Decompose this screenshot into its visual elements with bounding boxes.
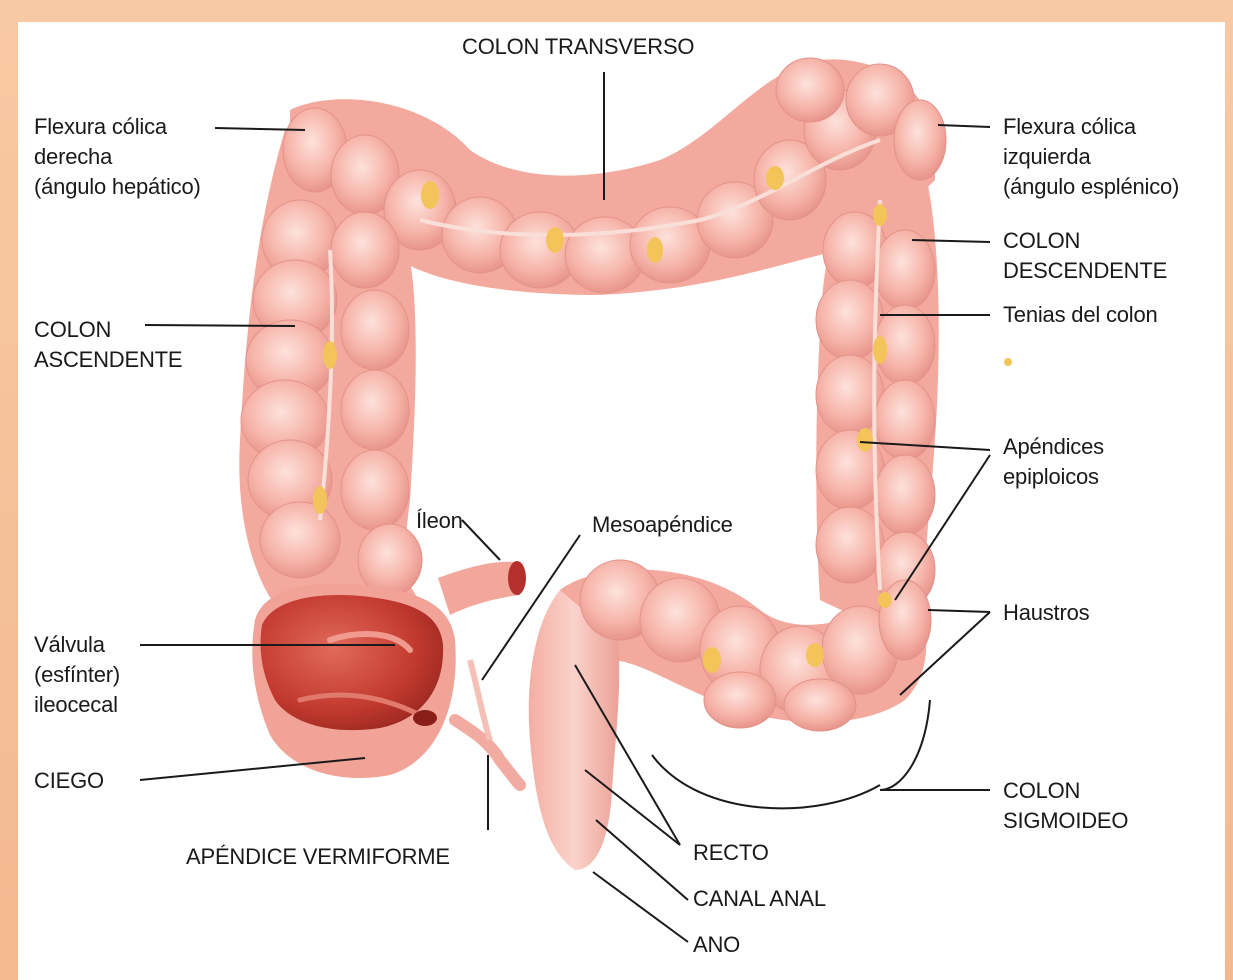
haustrum [894,100,946,180]
haustrum [358,524,422,596]
label-apendices-epiploicos: Apéndices epiploicos [1003,432,1104,492]
label-line: Apéndices [1003,432,1104,462]
label-line: (ángulo hepático) [34,172,201,202]
haustrum [879,580,931,660]
label-line: derecha [34,142,201,172]
label-line: (esfínter) [34,660,120,690]
label-line: Flexura cólica [1003,112,1179,142]
label-valvula: Válvula (esfínter) ileocecal [34,630,120,720]
label-ano: ANO [693,930,740,960]
label-canal-anal: CANAL ANAL [693,884,826,914]
label-line: ileocecal [34,690,120,720]
cecum [252,583,455,778]
haustrum [341,450,409,530]
haustrum [704,672,776,728]
label-line: COLON [34,315,182,345]
label-line: Flexura cólica [34,112,201,142]
label-colon-descendente: COLON DESCENDENTE [1003,226,1167,286]
label-colon-sigmoideo: COLON SIGMOIDEO [1003,776,1128,836]
label-line: SIGMOIDEO [1003,806,1128,836]
label-recto: RECTO [693,838,769,868]
label-mesoapendice: Mesoapéndice [592,510,733,540]
label-colon-transverso: COLON TRANSVERSO [462,32,694,62]
label-ciego: CIEGO [34,766,104,796]
label-flexura-izquierda: Flexura cólica izquierda (ángulo espléni… [1003,112,1179,202]
label-apendice-vermiforme: APÉNDICE VERMIFORME [186,842,450,872]
label-line: COLON [1003,776,1128,806]
label-line: Válvula [34,630,120,660]
haustrum [341,370,409,450]
haustrum [784,679,856,731]
haustrum [776,58,844,122]
haustrum [331,212,399,288]
label-colon-ascendente: COLON ASCENDENTE [34,315,182,375]
label-haustros: Haustros [1003,598,1089,628]
haustrum [875,380,935,460]
label-ileon: Íleon [416,506,463,536]
haustrum [341,290,409,370]
ileum [438,561,526,615]
haustrum [816,507,884,583]
haustrum [260,502,340,578]
label-line: (ángulo esplénico) [1003,172,1179,202]
label-line: epiploicos [1003,462,1104,492]
label-line: izquierda [1003,142,1179,172]
label-line: ASCENDENTE [34,345,182,375]
haustrum [875,230,935,310]
haustrum [875,455,935,535]
label-line: COLON [1003,226,1167,256]
label-tenias: Tenias del colon [1003,300,1158,330]
label-flexura-derecha: Flexura cólica derecha (ángulo hepático) [34,112,201,202]
label-line: DESCENDENTE [1003,256,1167,286]
